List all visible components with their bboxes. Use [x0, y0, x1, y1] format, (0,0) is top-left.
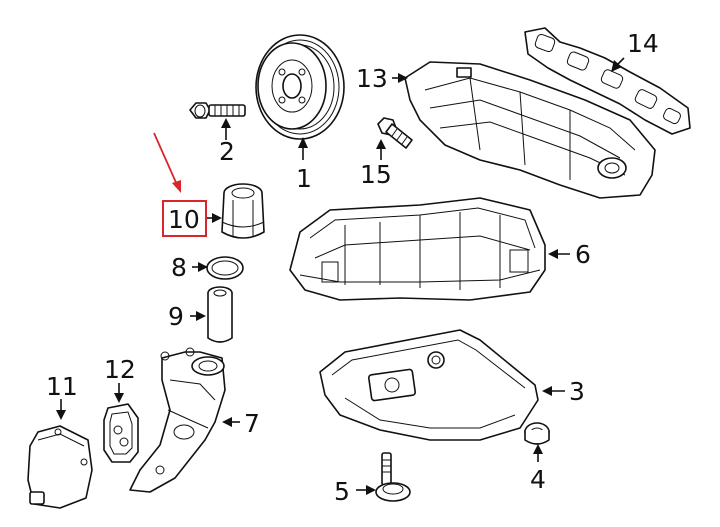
callout-5: 5	[334, 477, 350, 506]
highlight-arrow	[153, 132, 179, 188]
callout-12: 12	[104, 355, 136, 384]
part-drain-plug	[524, 422, 550, 445]
callout-7: 7	[244, 409, 260, 438]
callout-6: 6	[575, 240, 591, 269]
part-o-ring	[206, 256, 244, 280]
part-manifold-bolt	[377, 117, 413, 149]
part-oil-filter-housing	[129, 347, 226, 493]
part-intake-manifold	[404, 61, 656, 199]
highlight-arrowhead	[172, 180, 181, 193]
callout-13: 13	[356, 64, 388, 93]
part-crankshaft-pulley	[255, 34, 345, 140]
part-oil-cooler	[27, 425, 93, 509]
part-lower-oil-pan	[319, 329, 539, 441]
part-manifold-gasket	[524, 27, 691, 135]
callout-11: 11	[46, 372, 78, 401]
callout-1: 1	[296, 164, 312, 193]
callout-3: 3	[569, 377, 585, 406]
part-housing-gasket	[103, 403, 139, 463]
callout-15: 15	[360, 160, 392, 189]
callout-2: 2	[219, 137, 235, 166]
callout-8: 8	[171, 253, 187, 282]
callout-14: 14	[627, 29, 659, 58]
callout-4: 4	[530, 465, 546, 494]
part-filter-element	[207, 286, 233, 343]
highlight-box-10	[162, 200, 207, 237]
callout-10: 10	[168, 205, 200, 234]
callout-9: 9	[168, 302, 184, 331]
part-bolt	[189, 102, 246, 119]
part-upper-oil-pan	[289, 197, 546, 301]
part-oil-filter-cap	[221, 183, 265, 239]
part-bolt-5	[375, 452, 411, 502]
